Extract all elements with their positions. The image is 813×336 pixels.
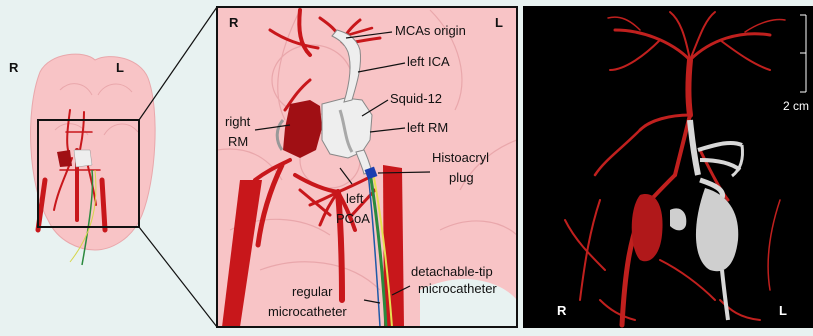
label-left-pcoa-1: left: [346, 191, 364, 206]
label-mcas-origin: MCAs origin: [395, 23, 466, 38]
zoom-line-bottom: [139, 227, 217, 327]
panel-overview: R L: [9, 7, 217, 327]
label-detachable-2: microcatheter: [418, 281, 497, 296]
label-r-schematic: R: [229, 15, 239, 30]
label-right-rm-1: right: [225, 114, 251, 129]
label-right-rm-2: RM: [228, 134, 248, 149]
label-l-overview: L: [116, 60, 124, 75]
label-detachable-1: detachable-tip: [411, 264, 493, 279]
zoom-line-top: [139, 7, 217, 120]
label-l-schematic: L: [495, 15, 503, 30]
panel-angiography: 2 cm R L: [523, 6, 813, 328]
brain-outline-overview: [31, 54, 156, 250]
label-squid: Squid-12: [390, 91, 442, 106]
label-histoacryl-1: Histoacryl: [432, 150, 489, 165]
left-rm-shape: [322, 98, 372, 158]
left-rm-overview: [74, 150, 92, 167]
label-left-pcoa-2: PCoA: [336, 211, 370, 226]
label-left-rm: left RM: [407, 120, 448, 135]
label-left-ica: left ICA: [407, 54, 450, 69]
label-r-overview: R: [9, 60, 19, 75]
label-regular-1: regular: [292, 284, 333, 299]
label-regular-2: microcatheter: [268, 304, 347, 319]
label-histoacryl-2: plug: [449, 170, 474, 185]
label-l-angio: L: [779, 303, 787, 318]
panel-schematic: R L MCAs origin left ICA Squid-12 left R…: [217, 7, 517, 327]
left-vertebral-artery: [383, 165, 404, 327]
label-r-angio: R: [557, 303, 567, 318]
scale-label: 2 cm: [783, 99, 809, 113]
